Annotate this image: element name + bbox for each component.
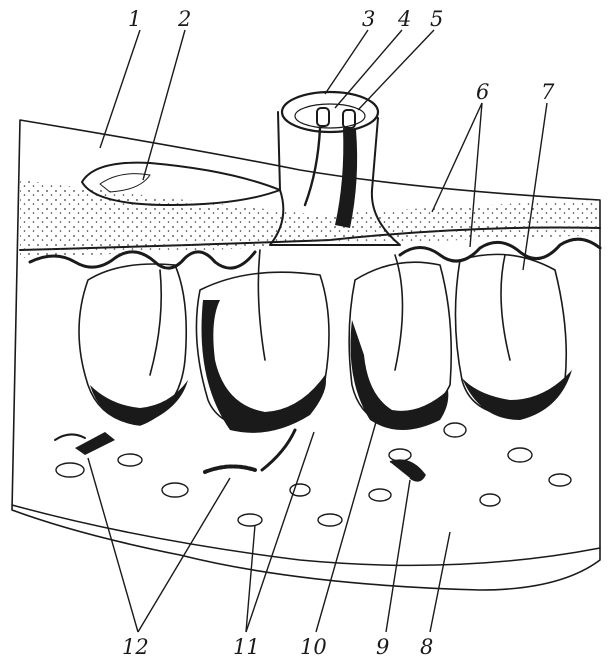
label-1-group: 1	[100, 7, 141, 148]
vessel-oval	[82, 163, 280, 205]
label-9-group: 9	[376, 480, 410, 659]
lobule-4	[455, 254, 572, 420]
label-2: 2	[177, 7, 191, 31]
label-4: 4	[397, 7, 411, 31]
label-2-group: 2	[143, 7, 191, 180]
small-vessels	[55, 423, 571, 526]
label-10-group: 10	[300, 415, 378, 659]
label-5: 5	[430, 7, 443, 31]
label-1: 1	[128, 7, 141, 31]
label-11: 11	[233, 635, 260, 659]
label-7-group: 7	[523, 80, 555, 270]
lobule-1	[79, 264, 188, 425]
label-3-group: 3	[325, 7, 375, 94]
wavy-vessels	[30, 239, 600, 375]
label-8-group: 8	[420, 532, 450, 659]
label-12: 12	[122, 635, 149, 659]
label-3: 3	[362, 7, 375, 31]
lobule-2	[196, 272, 329, 433]
label-10: 10	[300, 635, 327, 659]
lobule-3	[349, 262, 451, 430]
label-8: 8	[420, 635, 433, 659]
label-9: 9	[376, 635, 389, 659]
label-12-group: 12	[88, 458, 230, 659]
label-7: 7	[541, 80, 555, 104]
label-6: 6	[476, 80, 489, 104]
